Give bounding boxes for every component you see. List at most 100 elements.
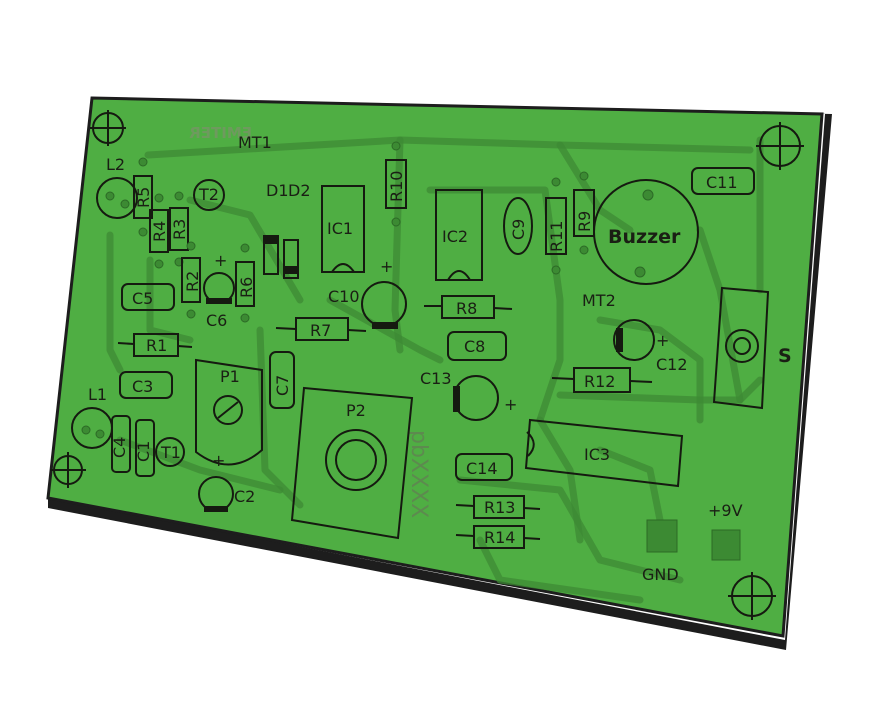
r5-label: R5 bbox=[134, 187, 153, 208]
resistor-r11: R11 bbox=[545, 177, 567, 275]
capacitor-c5: C5 bbox=[121, 283, 175, 311]
resistor-r10: R10 bbox=[385, 141, 407, 227]
c6-label: C6 bbox=[206, 311, 227, 330]
c2-plus: + bbox=[212, 451, 225, 470]
mirrored-emitter-text: EMITER bbox=[189, 124, 252, 142]
capacitor-c4: C4 bbox=[110, 415, 131, 473]
capacitor-c2: + C2 bbox=[198, 451, 255, 512]
resistor-r9: R9 bbox=[573, 171, 595, 255]
capacitor-c1: C1 bbox=[134, 419, 155, 477]
capacitor-c8: C8 bbox=[447, 331, 507, 361]
capacitor-c14: C14 bbox=[455, 453, 513, 481]
capacitor-c10: + C10 bbox=[328, 257, 407, 329]
c10-plus: + bbox=[380, 257, 393, 276]
ic2-label: IC2 bbox=[442, 227, 468, 246]
mounting-hole-icon bbox=[728, 572, 776, 620]
resistor-r2: R2 bbox=[181, 241, 202, 319]
c2-label: C2 bbox=[234, 487, 255, 506]
l2-label: L2 bbox=[106, 155, 125, 174]
mt2-label: MT2 bbox=[582, 291, 616, 310]
r12-label: R12 bbox=[584, 372, 615, 391]
c5-label: C5 bbox=[132, 289, 153, 308]
resistor-r12: R12 bbox=[551, 367, 653, 393]
c13-label: C13 bbox=[420, 369, 452, 388]
ic1-label: IC1 bbox=[327, 219, 353, 238]
d1-label: D1 bbox=[266, 181, 289, 200]
c13-plus: + bbox=[504, 395, 517, 414]
buzzer-label: Buzzer bbox=[608, 226, 681, 248]
r7-label: R7 bbox=[310, 321, 331, 340]
mounting-hole-icon bbox=[90, 110, 126, 146]
potentiometer-p2: P2 bbox=[290, 386, 414, 540]
resistor-r1: R1 bbox=[117, 333, 193, 357]
c9-label: C9 bbox=[509, 219, 528, 240]
capacitor-c11: C11 bbox=[691, 167, 755, 195]
potentiometer-p1: P1 bbox=[195, 358, 263, 466]
r14-label: R14 bbox=[484, 528, 515, 547]
mounting-hole-icon bbox=[50, 452, 86, 488]
p1-label: P1 bbox=[220, 367, 240, 386]
c7-label: C7 bbox=[273, 375, 292, 396]
c12-label: C12 bbox=[656, 355, 688, 374]
t1-label: T1 bbox=[160, 443, 181, 462]
resistor-r5: R5 bbox=[133, 157, 153, 237]
c6-plus: + bbox=[214, 251, 227, 270]
resistor-r14: R14 bbox=[455, 525, 541, 549]
mt1-label: MT1 bbox=[238, 133, 272, 152]
resistor-r7: R7 bbox=[275, 317, 367, 341]
diode-d1: D1 bbox=[263, 181, 289, 275]
ic-ic2: IC2 bbox=[435, 189, 483, 281]
r1-label: R1 bbox=[146, 336, 167, 355]
switch-s: S bbox=[712, 286, 792, 410]
diode-d2: D2 bbox=[283, 181, 311, 279]
c10-label: C10 bbox=[328, 287, 360, 306]
c12-plus: + bbox=[656, 331, 669, 350]
c1-label: C1 bbox=[134, 441, 153, 462]
vcc-label: +9V bbox=[708, 501, 743, 520]
r9-label: R9 bbox=[575, 211, 594, 232]
capacitor-c3: C3 bbox=[119, 371, 173, 399]
capacitor-c13: + C13 bbox=[420, 369, 517, 421]
mounting-holes bbox=[50, 110, 804, 620]
t2-label: T2 bbox=[198, 185, 219, 204]
ic3-label: IC3 bbox=[584, 445, 610, 464]
r10-label: R10 bbox=[387, 171, 406, 202]
mirrored-pcb-code-text: pbXXXX bbox=[406, 430, 431, 518]
gnd-label: GND bbox=[642, 565, 679, 584]
r3-label: R3 bbox=[170, 219, 189, 240]
coil-l2: L2 bbox=[96, 155, 138, 219]
resistor-r4: R4 bbox=[149, 193, 169, 269]
capacitor-c6: + C6 bbox=[203, 251, 235, 330]
resistor-r8: R8 bbox=[424, 295, 513, 319]
resistor-r13: R13 bbox=[455, 495, 541, 519]
capacitor-c9: C9 bbox=[503, 197, 533, 255]
r2-label: R2 bbox=[183, 271, 202, 292]
resistor-r6: R6 bbox=[235, 243, 256, 323]
c11-label: C11 bbox=[706, 173, 738, 192]
c4-label: C4 bbox=[110, 437, 129, 458]
copper-traces bbox=[106, 136, 764, 604]
capacitor-c7: C7 bbox=[269, 351, 295, 409]
transistor-t2: T2 bbox=[193, 179, 225, 211]
transistor-t1: T1 bbox=[155, 437, 185, 467]
ic-ic1: IC1 bbox=[321, 185, 365, 273]
l1-label: L1 bbox=[88, 385, 107, 404]
r8-label: R8 bbox=[456, 299, 477, 318]
r4-label: R4 bbox=[150, 221, 169, 242]
c3-label: C3 bbox=[132, 377, 153, 396]
d2-label: D2 bbox=[288, 181, 311, 200]
r6-label: R6 bbox=[237, 277, 256, 298]
r11-label: R11 bbox=[547, 221, 566, 252]
gnd-pad: GND bbox=[642, 519, 679, 584]
mounting-hole-icon bbox=[756, 122, 804, 170]
ic-ic3: IC3 bbox=[524, 418, 684, 488]
vcc-pad: +9V bbox=[708, 501, 743, 561]
switch-label: S bbox=[778, 345, 792, 367]
p2-label: P2 bbox=[346, 401, 366, 420]
c14-label: C14 bbox=[466, 459, 498, 478]
c8-label: C8 bbox=[464, 337, 485, 356]
capacitor-c12: + C12 bbox=[613, 319, 688, 374]
buzzer: Buzzer bbox=[593, 179, 699, 285]
r13-label: R13 bbox=[484, 498, 515, 517]
